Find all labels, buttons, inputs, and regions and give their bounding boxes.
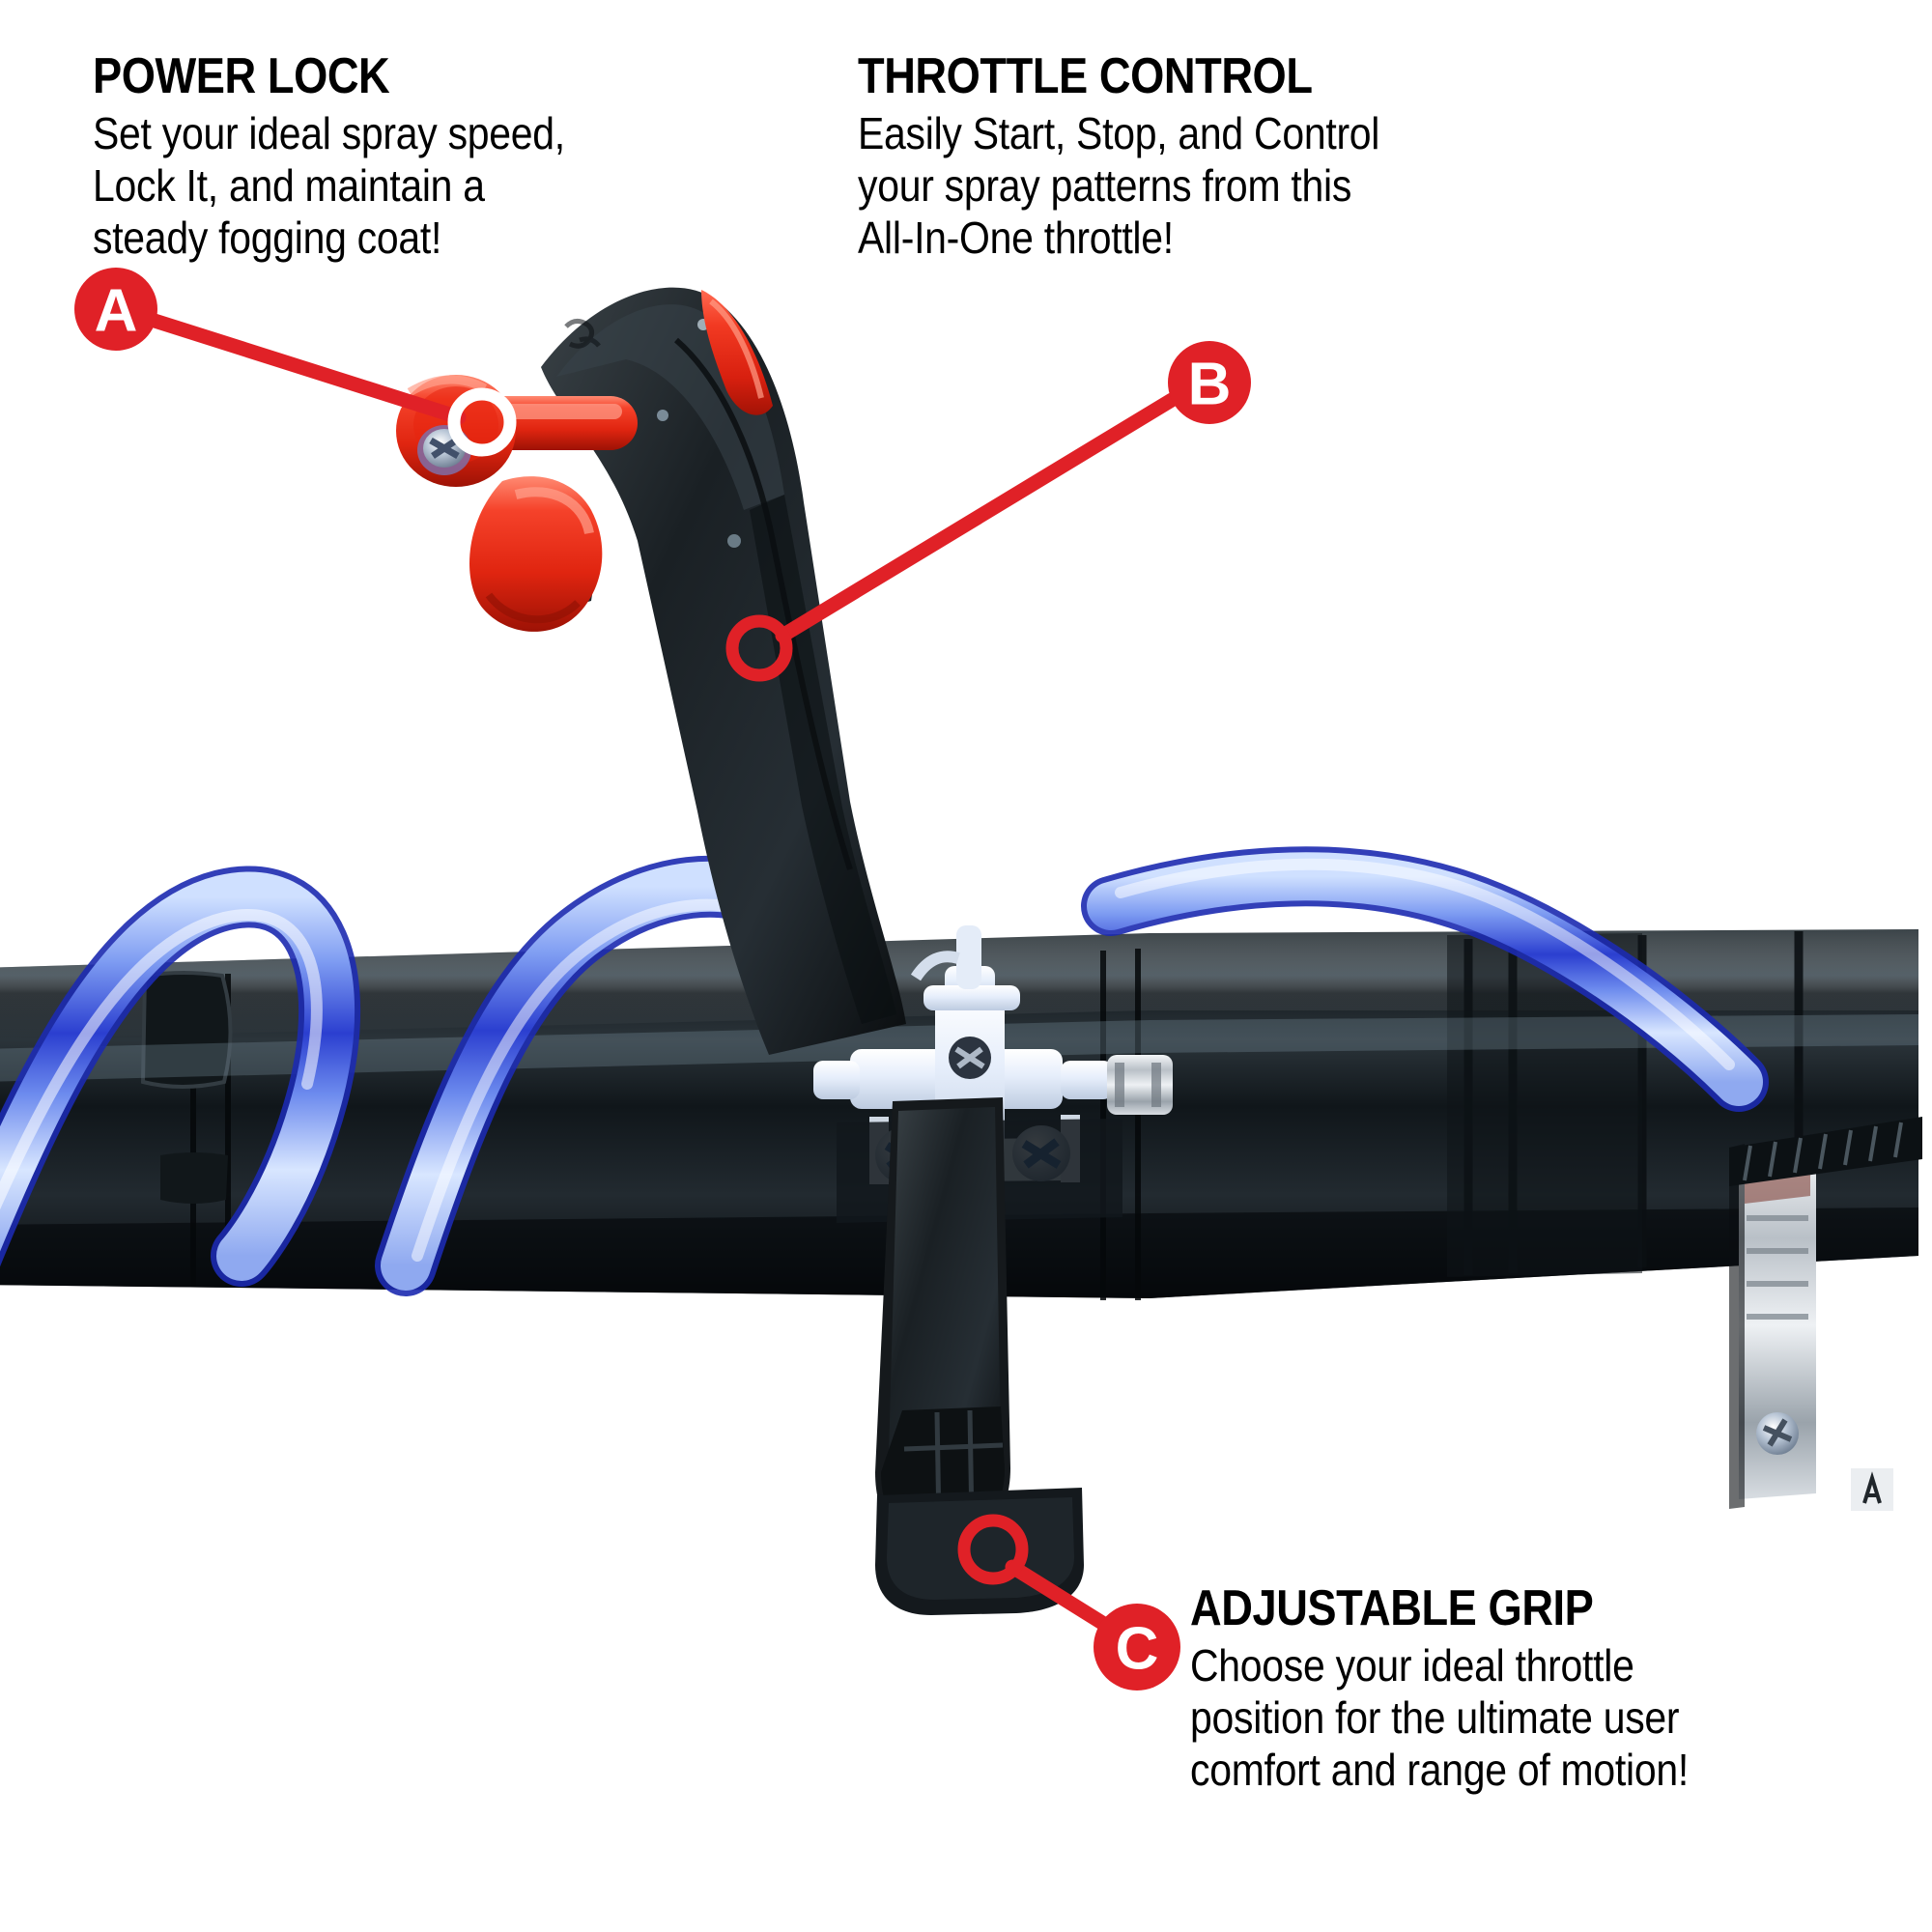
callout-marker-a[interactable]: A: [74, 268, 517, 457]
callout-block-throttle-control: THROTTLE CONTROL Easily Start, Stop, and…: [858, 50, 1592, 265]
callout-badge-letter: C: [1116, 1616, 1159, 1683]
callout-leader-line: [147, 313, 467, 425]
callout-title-throttle-control: THROTTLE CONTROL: [858, 48, 1313, 104]
callout-body-throttle-control: Easily Start, Stop, and Control your spr…: [858, 108, 1511, 264]
callout-target-ring: [957, 1514, 1029, 1585]
callout-badge-circle[interactable]: [1094, 1604, 1180, 1690]
callout-line: Set your ideal spray speed,: [93, 108, 565, 159]
callout-leader-line: [775, 392, 1179, 643]
callout-line: position for the ultimate user: [1190, 1691, 1680, 1743]
callout-body-power-lock: Set your ideal spray speed, Lock It, and…: [93, 108, 746, 264]
callout-line: your spray patterns from this: [858, 159, 1352, 211]
tube-end-label: [1851, 1468, 1893, 1511]
callout-block-power-lock: POWER LOCK Set your ideal spray speed, L…: [93, 50, 827, 265]
callout-line: Lock It, and maintain a: [93, 159, 485, 211]
callout-badge-circle[interactable]: [1168, 341, 1251, 424]
callout-title-power-lock: POWER LOCK: [93, 48, 390, 104]
housing-red-fin: [701, 290, 773, 415]
callout-line: comfort and range of motion!: [1190, 1744, 1689, 1795]
callout-target-ring: [447, 387, 517, 457]
callout-badge-circle[interactable]: [74, 268, 157, 351]
callout-block-adjustable-grip: ADJUSTABLE GRIP Choose your ideal thrott…: [1190, 1582, 1924, 1797]
callout-body-adjustable-grip: Choose your ideal throttle position for …: [1190, 1640, 1843, 1796]
callout-line: Easily Start, Stop, and Control: [858, 108, 1380, 159]
callout-target-ring: [725, 614, 793, 682]
callout-title-adjustable-grip: ADJUSTABLE GRIP: [1190, 1580, 1594, 1636]
tube-serration: [1729, 1117, 1922, 1186]
callout-marker-c[interactable]: C: [957, 1514, 1180, 1690]
callout-badge-letter: A: [95, 278, 138, 345]
callout-marker-b[interactable]: B: [725, 341, 1251, 682]
throttle-trigger[interactable]: [469, 476, 603, 632]
hose-ferrule: [1107, 1055, 1173, 1115]
grip-clamp[interactable]: [875, 1097, 1084, 1615]
callout-line: All-In-One throttle!: [858, 212, 1174, 263]
callout-leader-line: [1005, 1559, 1110, 1631]
callout-line: Choose your ideal throttle: [1190, 1640, 1634, 1691]
callout-badge-letter: B: [1188, 352, 1232, 418]
blue-fuel-hose: [0, 846, 1769, 1296]
callout-line: steady fogging coat!: [93, 212, 442, 263]
